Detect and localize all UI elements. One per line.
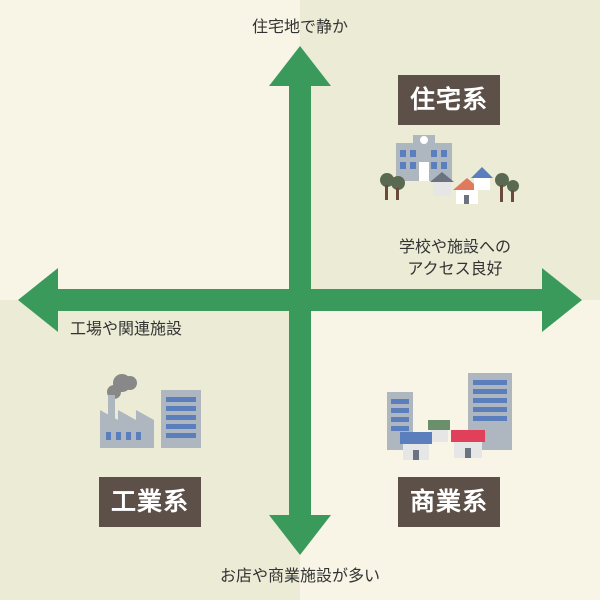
left-axis-label: 工場や関連施設 xyxy=(70,318,182,340)
houses-and-school-icon xyxy=(380,135,519,204)
right-axis-label-line2: アクセス良好 xyxy=(370,258,540,280)
top-axis-label: 住宅地で静か xyxy=(0,16,600,38)
bottom-axis-label: お店や商業施設が多い xyxy=(0,565,600,587)
right-axis-label-line1: 学校や施設への xyxy=(370,236,540,258)
factory-icon xyxy=(100,374,201,448)
industrial-badge: 工業系 xyxy=(99,477,201,527)
commercial-badge: 商業系 xyxy=(398,477,500,527)
right-axis-label: 学校や施設への アクセス良好 xyxy=(370,236,540,280)
shops-and-buildings-icon xyxy=(387,373,512,460)
residential-badge: 住宅系 xyxy=(398,75,500,125)
